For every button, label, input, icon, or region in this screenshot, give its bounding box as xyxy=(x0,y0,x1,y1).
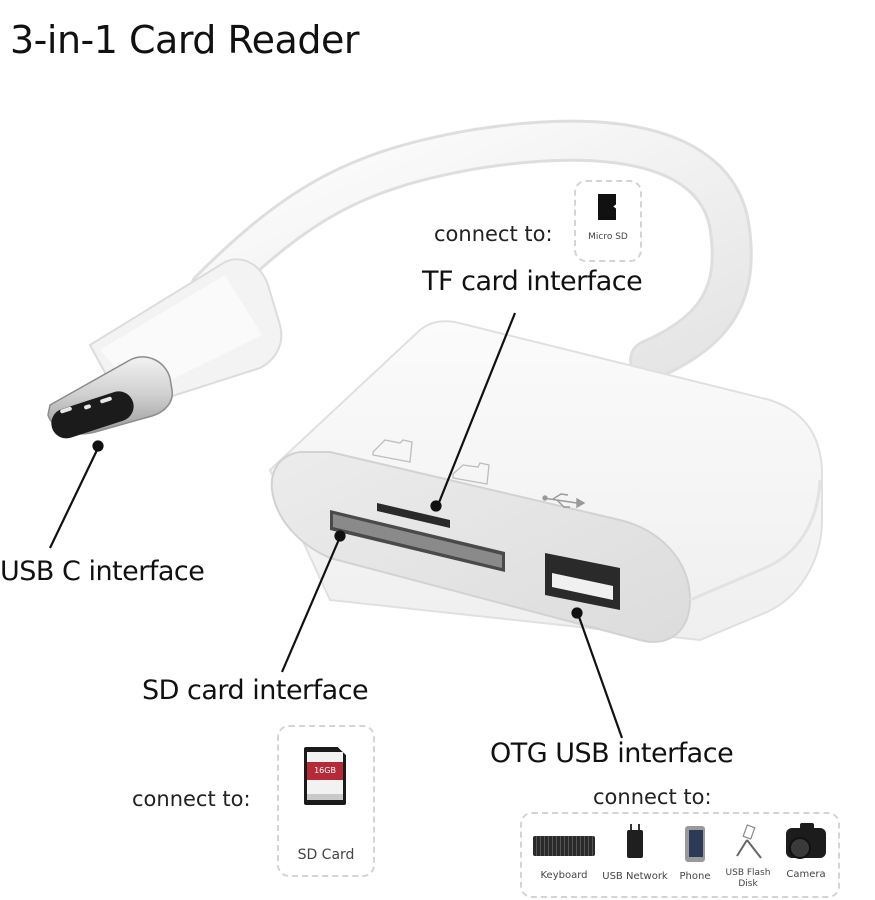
usb-c-interface-label: USB C interface xyxy=(0,556,205,587)
cable xyxy=(189,119,753,381)
usb-network-adapter-icon xyxy=(627,824,643,858)
sd-card-interface-label: SD card interface xyxy=(142,675,369,706)
usb-flash-disk-icon xyxy=(736,824,762,859)
tf-slot-engraved-icon xyxy=(452,462,490,485)
callout-lines xyxy=(49,312,624,739)
device-usb-network-label: USB Network xyxy=(602,871,668,882)
micro-sd-card-icon xyxy=(598,194,616,220)
keyboard-icon xyxy=(533,836,595,856)
sd-slot-engraved-icon xyxy=(372,439,413,463)
tf-card-interface-label: TF card interface xyxy=(422,266,643,297)
otg-connect-to-label: connect to: xyxy=(593,785,712,809)
otg-devices-box: Keyboard USB Network Phone USB Flash Dis… xyxy=(520,812,840,898)
sd-card-icon: 16GB xyxy=(304,747,346,805)
micro-sd-label: Micro SD xyxy=(588,232,628,242)
usb-a-port xyxy=(545,553,620,610)
device-keyboard-label: Keyboard xyxy=(540,870,588,881)
device-phone-label: Phone xyxy=(679,871,711,882)
phone-icon xyxy=(685,826,705,862)
sd-connect-to-label: connect to: xyxy=(132,787,251,811)
device-keyboard: Keyboard xyxy=(528,826,600,881)
device-usb-network: USB Network xyxy=(600,824,670,882)
device-camera-label: Camera xyxy=(786,869,826,880)
sd-card-slot xyxy=(330,510,505,572)
tf-connect-to-label: connect to: xyxy=(434,222,553,246)
page-title: 3-in-1 Card Reader xyxy=(10,18,359,62)
sd-card-box: 16GB SD Card xyxy=(277,725,375,877)
camera-icon xyxy=(786,823,826,859)
device-usb-flash-disk: USB Flash Disk xyxy=(720,822,776,890)
usb-engraved-icon xyxy=(542,493,586,509)
device-camera: Camera xyxy=(778,823,834,880)
device-usb-flash-disk-label: USB Flash Disk xyxy=(725,868,771,889)
tf-card-slot xyxy=(377,503,450,528)
micro-sd-card-box: Micro SD xyxy=(574,180,642,262)
sd-card-capacity: 16GB xyxy=(307,762,343,780)
usb-c-plug xyxy=(47,258,283,439)
otg-usb-interface-label: OTG USB interface xyxy=(490,738,734,769)
device-phone: Phone xyxy=(672,826,718,882)
sd-card-label: SD Card xyxy=(297,847,355,863)
